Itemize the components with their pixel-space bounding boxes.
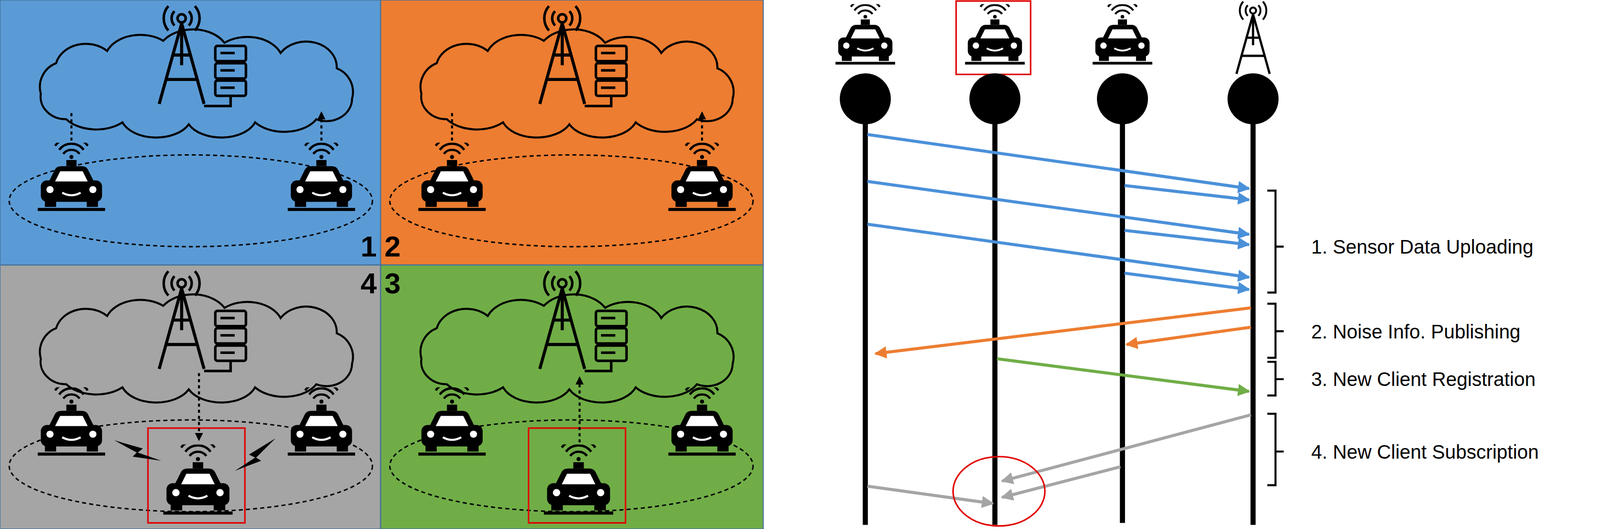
- panel-green-art: [389, 271, 753, 523]
- step-label: 3. New Client Registration: [1311, 368, 1536, 391]
- sequence-diagram: [835, 0, 1284, 527]
- callout-number: 2: [384, 232, 401, 262]
- callout-number: 4: [360, 269, 377, 299]
- callout-number: 3: [384, 269, 401, 299]
- step-label: 2. Noise Info. Publishing: [1311, 321, 1521, 343]
- panel: 4: [0, 265, 381, 529]
- panel: 3: [380, 265, 764, 529]
- panel-grounds: [0, 0, 764, 529]
- step-label: 1. Sensor Data Uploading: [1311, 236, 1534, 258]
- panel: 2: [380, 0, 764, 266]
- step-label: 4. New Client Subscription: [1311, 441, 1539, 463]
- panel: 1: [0, 0, 381, 266]
- callout-number: 1: [360, 232, 377, 262]
- panel-blue-art: [9, 6, 373, 247]
- panel-orange-art: [389, 6, 753, 247]
- panel-grey-art: [9, 271, 373, 523]
